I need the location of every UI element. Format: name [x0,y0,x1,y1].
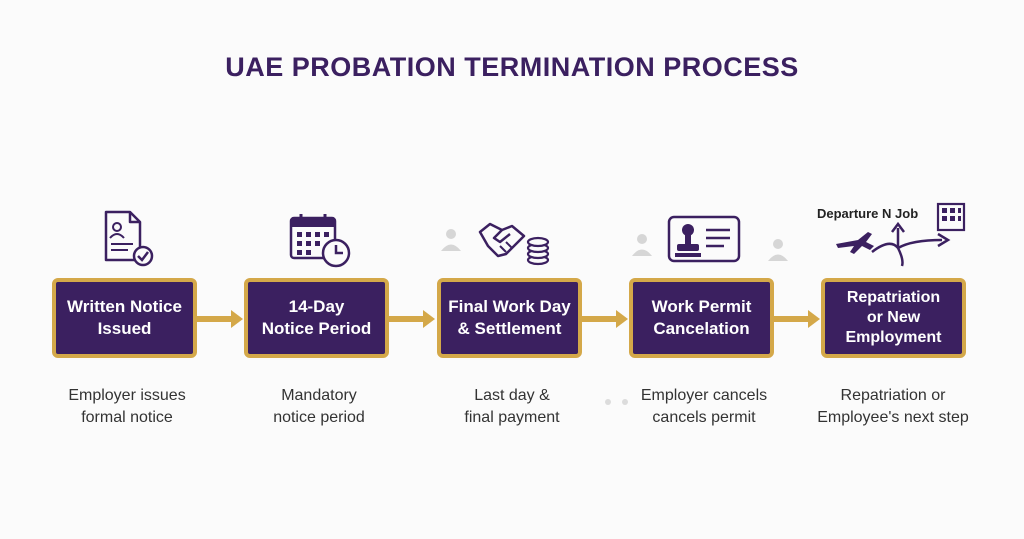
plane-fork-building-icon [836,202,966,267]
step-box-final-work-day: Final Work Day & Settlement [437,278,582,358]
document-check-icon [104,210,154,267]
step-box-notice-period: 14-Day Notice Period [244,278,389,358]
step-description: Employer cancels cancels permit [640,387,768,426]
arrow-right-icon [582,310,628,328]
person-icon [441,229,461,251]
calendar-clock-icon [289,214,351,268]
arrow-right-icon [389,310,435,328]
page-title: UAE PROBATION TERMINATION PROCESS [225,52,799,82]
permit-card-stamp-icon [667,215,741,263]
step-description: Last day & final payment [464,387,560,426]
departure-job-label: Departure N Job [817,206,919,221]
step-label: Work Permit Cancelation [651,297,752,338]
step-box-work-permit: Work Permit Cancelation [629,278,774,358]
step-box-repatriation: Repatriation or New Employment [821,278,966,358]
arrow-right-icon [774,310,820,328]
step-description: Repatriation or Employee's next step [817,387,969,426]
step-label: Repatriation or New Employment [845,289,942,346]
person-icon [768,239,788,261]
step-description: Employer issues formal notice [68,387,186,426]
step-label: Written Notice Issued [67,297,182,338]
decorative-dot [622,399,628,405]
step-label: 14-Day Notice Period [261,297,372,338]
arrow-right-icon [197,310,243,328]
decorative-dot [605,399,611,405]
handshake-coins-icon [478,222,550,266]
step-box-written-notice: Written Notice Issued [52,278,197,358]
person-icon [632,234,652,256]
step-description: Mandatory notice period [273,387,365,426]
step-label: Final Work Day & Settlement [448,297,571,338]
